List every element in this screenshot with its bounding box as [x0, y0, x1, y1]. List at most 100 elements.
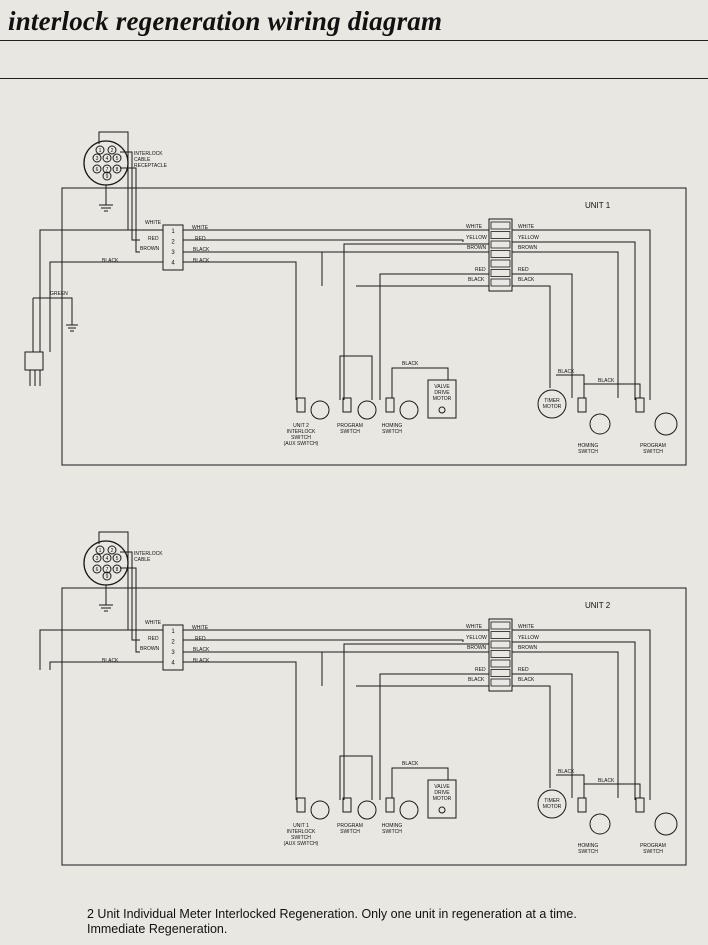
diagram2-wire-red-main	[183, 639, 464, 642]
diagram1-junction-terminal-3	[490, 240, 511, 249]
diagram2-pin-2	[107, 545, 117, 555]
diagram1-terminal-2: 2	[171, 240, 175, 246]
diagram2-pin-label-7: 7	[106, 567, 109, 573]
diagram2-interlock-switch-label-line-1: INTERLOCK	[287, 829, 316, 835]
diagram1-pin-3	[92, 153, 102, 163]
diagram1-pin-label-9: 9	[106, 174, 109, 180]
diagram2-interlock-switch-label-line-2: SWITCH	[291, 835, 311, 841]
header-rule	[0, 78, 708, 79]
diagram2-program-switch-wire	[339, 755, 373, 800]
diagram2-valve-drive-motor-shaft	[438, 806, 446, 814]
diagram1-pin-7	[102, 164, 112, 174]
diagram1-valve-motor-wire	[391, 367, 449, 398]
diagram2-jb-wire-yellow-r	[512, 641, 636, 800]
diagram2-junction-terminal-3	[490, 640, 511, 649]
diagram2-pin-label-5: 5	[116, 556, 119, 562]
diagram2-pin-3	[92, 553, 102, 563]
diagram1-junction-terminal-6	[490, 269, 511, 277]
diagram2-junction-terminal-5	[490, 659, 511, 668]
diagram2-pin-6	[92, 564, 102, 574]
diagram2-jb-label-white-l: WHITE	[466, 624, 483, 630]
diagram1-interlock-switch-unit: UNIT 2	[293, 423, 309, 429]
diagram2-program-switch-cam	[357, 800, 377, 820]
diagram2-pin-label-9: 9	[106, 574, 109, 580]
diagram1-pin-6	[92, 164, 102, 174]
diagram1-valve-drive-motor	[427, 379, 457, 419]
diagram2-homing-switch-label-line-2: SWITCH	[382, 829, 402, 835]
diagram2-jb-label-white-r: WHITE	[518, 624, 535, 630]
diagram1-pin-label-8: 8	[116, 167, 119, 173]
diagram2-program-switch-label-line-1: PROGRAM	[337, 823, 363, 829]
diagram1-label-white-right: WHITE	[192, 225, 209, 231]
diagram2-label-red-right: RED	[195, 636, 206, 642]
diagram1-pin-label-5: 5	[116, 156, 119, 162]
diagram2-jb-wire-brown	[321, 651, 489, 686]
diagram1-feed-black	[49, 261, 163, 270]
diagram1-wire-black-aux	[183, 261, 297, 400]
diagram1-pin-label-1: 1	[99, 148, 102, 154]
diagram2-program-switch-r-label-line-1: PROGRAM	[640, 843, 666, 849]
diagram2-pin-label-2: 2	[111, 548, 114, 554]
diagram1-pin-label-2: 2	[111, 148, 114, 154]
diagram2-jb-wire-brown-r	[512, 651, 619, 798]
diagram1-pin-label-4: 4	[106, 156, 109, 162]
diagram1-pin-label-6: 6	[96, 167, 99, 173]
diagram2-program-switch-r-cam	[654, 812, 678, 836]
diagram2-label-black-left: BLACK	[102, 658, 119, 664]
diagram2-interlock-switch-cam	[310, 800, 330, 820]
diagram1-jb-label-yellow-l: YELLOW	[466, 235, 487, 241]
diagram1-terminal-1: 1	[171, 229, 175, 235]
diagram2-homing-switch-r-label-line-2: SWITCH	[578, 849, 598, 855]
diagram2-pin-label-4: 4	[106, 556, 109, 562]
diagram2-feed-white	[39, 629, 163, 670]
diagram1-homing-switch-r-body	[577, 397, 587, 413]
diagram1-jb-wire-yellow	[343, 243, 489, 400]
diagram1-jb-label-black-l: BLACK	[468, 277, 485, 283]
diagram1-program-switch-r-cam	[654, 412, 678, 436]
diagram1-timer-motor-label-line-1: TIMER	[544, 398, 560, 404]
diagram2-terminal-strip	[162, 624, 184, 671]
diagram1-junction-block	[488, 218, 513, 292]
diagram2-jb-label-brown-r: BROWN	[518, 645, 538, 651]
diagram1-pin-1	[95, 145, 105, 155]
diagram1-power-plug	[24, 351, 44, 371]
diagram2-homing-switch-r-body	[577, 797, 587, 813]
diagram1-label-red-right: RED	[195, 236, 206, 242]
diagram1-receptacle-label-3: RECEPTACLE	[134, 163, 168, 169]
diagram1-pin-9	[102, 171, 112, 181]
diagram2-valve-drive-motor	[427, 779, 457, 819]
diagram1-timer-motor	[537, 389, 567, 419]
diagram2-homing-switch-label-line-1: HOMING	[382, 823, 403, 829]
diagram1-timer-program-wire	[584, 383, 641, 398]
diagram1-pin-4	[102, 153, 112, 163]
diagram2-cable-wire-2	[120, 551, 140, 641]
diagram2-homing-switch-r-cam	[589, 813, 611, 835]
diagram2-timer-program-wire-label: BLACK	[598, 778, 615, 784]
diagram2-label-white-left: WHITE	[145, 620, 162, 626]
diagram2-terminal-3: 3	[171, 650, 175, 656]
diagram2-program-switch-r-body	[635, 797, 645, 813]
diagram1-terminal-3: 3	[171, 250, 175, 256]
diagram1-interlock-switch-label-line-2: SWITCH	[291, 435, 311, 441]
diagram1-program-switch-r-label-line-2: SWITCH	[643, 449, 663, 455]
diagram2-jb-label-yellow-l: YELLOW	[466, 635, 487, 641]
diagram1-terminal-4: 4	[171, 261, 175, 267]
diagram1-jb-label-brown-l: BROWN	[467, 245, 487, 251]
page-title: interlock regeneration wiring diagram	[8, 6, 443, 36]
diagram1-jb-wire-white-r	[512, 229, 651, 400]
diagram2-timer-motor-label-line-2: MOTOR	[543, 804, 562, 810]
diagram1-interlock-switch-label-line-1: INTERLOCK	[287, 429, 316, 435]
diagram1-jb-label-red-l: RED	[475, 267, 486, 273]
diagram2-jb-wire-white-r	[512, 629, 651, 800]
diagram1-jb-label-yellow-r: YELLOW	[518, 235, 539, 241]
diagram1-junction-terminal-4	[490, 250, 511, 258]
diagram2-jb-wire-yellow	[343, 643, 489, 800]
diagram2-pin-5	[112, 553, 122, 563]
diagram1-unit-boundary	[61, 187, 687, 466]
diagram1-jb-label-white-r: WHITE	[518, 224, 535, 230]
diagram2-interlock-switch-unit: UNIT 1	[293, 823, 309, 829]
diagram2-timer-motor-wire-label: BLACK	[558, 769, 575, 775]
diagram1-junction-terminal-7	[490, 278, 511, 287]
diagram2-junction-block	[488, 618, 513, 692]
diagram1-homing-switch-body	[385, 397, 395, 413]
